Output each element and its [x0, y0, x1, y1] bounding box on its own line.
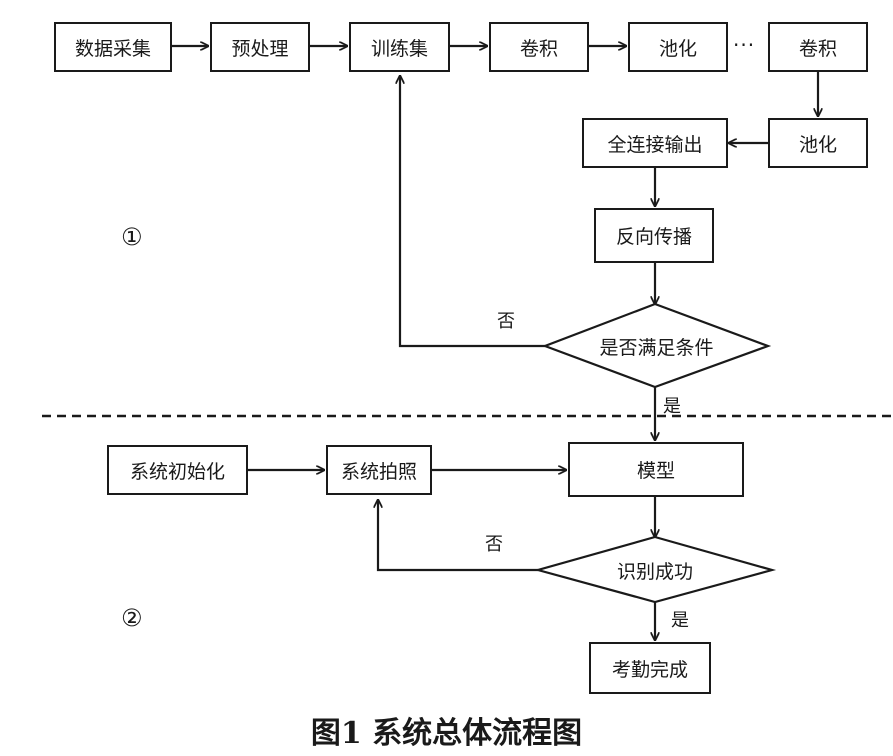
label-condition-no: 否 — [497, 311, 515, 332]
decision-recognition-label: 识别成功 — [616, 560, 693, 583]
node-convolution-n: 卷积 — [768, 22, 868, 72]
section-marker-1: ① — [121, 223, 143, 251]
arrow-recognition-no-to-photo — [378, 500, 538, 572]
node-fc-output: 全连接输出 — [582, 118, 728, 168]
node-data-collection: 数据采集 — [54, 22, 172, 72]
node-system-init: 系统初始化 — [107, 445, 248, 495]
node-model: 模型 — [568, 442, 744, 497]
node-system-photo: 系统拍照 — [326, 445, 432, 495]
node-pooling-1: 池化 — [628, 22, 728, 72]
node-convolution-1: 卷积 — [489, 22, 589, 72]
arrow-condition-no-to-training — [400, 76, 545, 348]
decision-condition-label: 是否满足条件 — [599, 336, 714, 359]
label-recognition-no: 否 — [485, 534, 503, 555]
node-preprocessing: 预处理 — [210, 22, 310, 72]
section-marker-2: ② — [121, 604, 143, 632]
label-condition-yes: 是 — [663, 396, 681, 417]
figure-caption: 图1 系统总体流程图 — [310, 716, 583, 751]
decision-condition-shape — [541, 302, 772, 389]
node-backprop: 反向传播 — [594, 208, 714, 263]
layers-ellipsis: ··· — [733, 33, 756, 57]
decision-recognition-shape — [533, 535, 777, 604]
node-pooling-n: 池化 — [768, 118, 868, 168]
label-recognition-yes: 是 — [671, 610, 689, 631]
node-attendance-done: 考勤完成 — [589, 642, 711, 694]
node-training-set: 训练集 — [349, 22, 450, 72]
